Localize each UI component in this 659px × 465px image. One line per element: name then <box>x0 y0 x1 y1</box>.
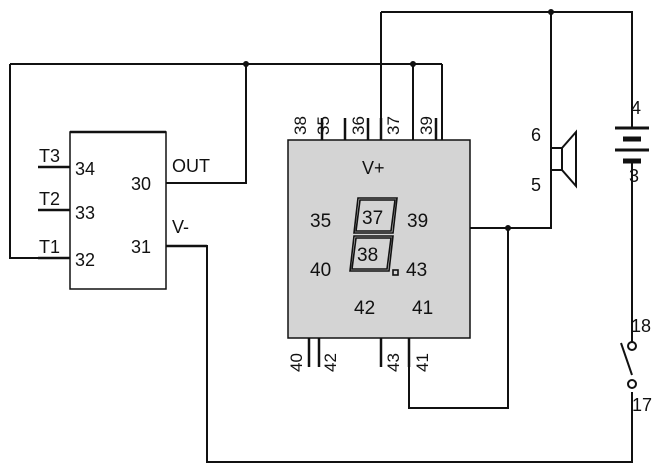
top-pin-label: 35 <box>314 116 333 135</box>
label-t3: T3 <box>39 146 60 166</box>
label-inner-39: 39 <box>407 211 428 232</box>
label-out: OUT <box>172 156 210 176</box>
label-pin-31: 31 <box>131 237 151 257</box>
switch-contact-top <box>627 341 637 351</box>
label-switch-18: 18 <box>631 316 651 336</box>
label-inner-40: 40 <box>310 260 331 281</box>
wire-out <box>166 64 247 184</box>
display-module-box <box>287 139 471 339</box>
display-module: 38 35 36 37 39 40 42 43 41 V+ 35 39 40 4… <box>287 116 471 372</box>
label-pin-33: 33 <box>75 203 95 223</box>
wire-top-rail <box>381 11 633 100</box>
junction-dot <box>410 61 416 67</box>
label-pin-34: 34 <box>75 159 95 179</box>
label-segment-38: 38 <box>357 245 378 266</box>
battery: 4 3 <box>615 98 649 186</box>
speaker-cone <box>561 129 577 189</box>
top-pin-label: 37 <box>384 116 403 135</box>
label-segment-37: 37 <box>362 208 383 229</box>
junctions <box>243 9 554 231</box>
junction-dot <box>505 225 511 231</box>
label-inner-42: 42 <box>354 298 375 319</box>
label-battery-3: 3 <box>629 166 639 186</box>
junction-dot <box>243 61 249 67</box>
label-t2: T2 <box>39 189 60 209</box>
segment-lower-box <box>349 235 394 272</box>
label-switch-17: 17 <box>632 395 652 415</box>
switch-lever <box>620 342 633 376</box>
label-t1: T1 <box>39 237 60 257</box>
top-pin-label: 36 <box>349 116 368 135</box>
top-pin-label: 38 <box>291 116 310 135</box>
bottom-pin-label: 40 <box>287 353 306 372</box>
wire-pin41-loop <box>408 227 509 409</box>
switch: 18 17 <box>620 316 652 415</box>
segment-lower-box-inner <box>351 237 392 270</box>
label-speaker-6: 6 <box>531 125 541 145</box>
top-pin-label: 39 <box>417 116 436 135</box>
label-speaker-5: 5 <box>531 175 541 195</box>
timer-module: T3 34 T2 33 T1 32 30 OUT 31 V- <box>38 130 210 290</box>
bottom-pin-label: 42 <box>321 353 340 372</box>
label-inner-43: 43 <box>406 260 427 281</box>
wire-speaker-bottom <box>508 170 552 229</box>
label-inner-41: 41 <box>412 298 433 319</box>
segment-upper-box-inner <box>355 199 396 232</box>
label-inner-35: 35 <box>310 211 331 232</box>
speaker-body <box>550 147 563 171</box>
label-battery-4: 4 <box>631 98 641 118</box>
junction-dot <box>548 9 554 15</box>
bottom-pin-label: 41 <box>413 353 432 372</box>
seven-segment-digit <box>349 197 399 276</box>
segment-upper-box <box>353 197 398 234</box>
speaker: 6 5 <box>531 125 577 195</box>
decimal-point <box>392 269 399 276</box>
bottom-pin-label: 43 <box>384 353 403 372</box>
label-pin-32: 32 <box>75 250 95 270</box>
label-pin-30: 30 <box>131 174 151 194</box>
label-vplus: V+ <box>362 158 385 178</box>
label-vminus: V- <box>172 217 189 237</box>
switch-contact-bottom <box>627 379 637 389</box>
